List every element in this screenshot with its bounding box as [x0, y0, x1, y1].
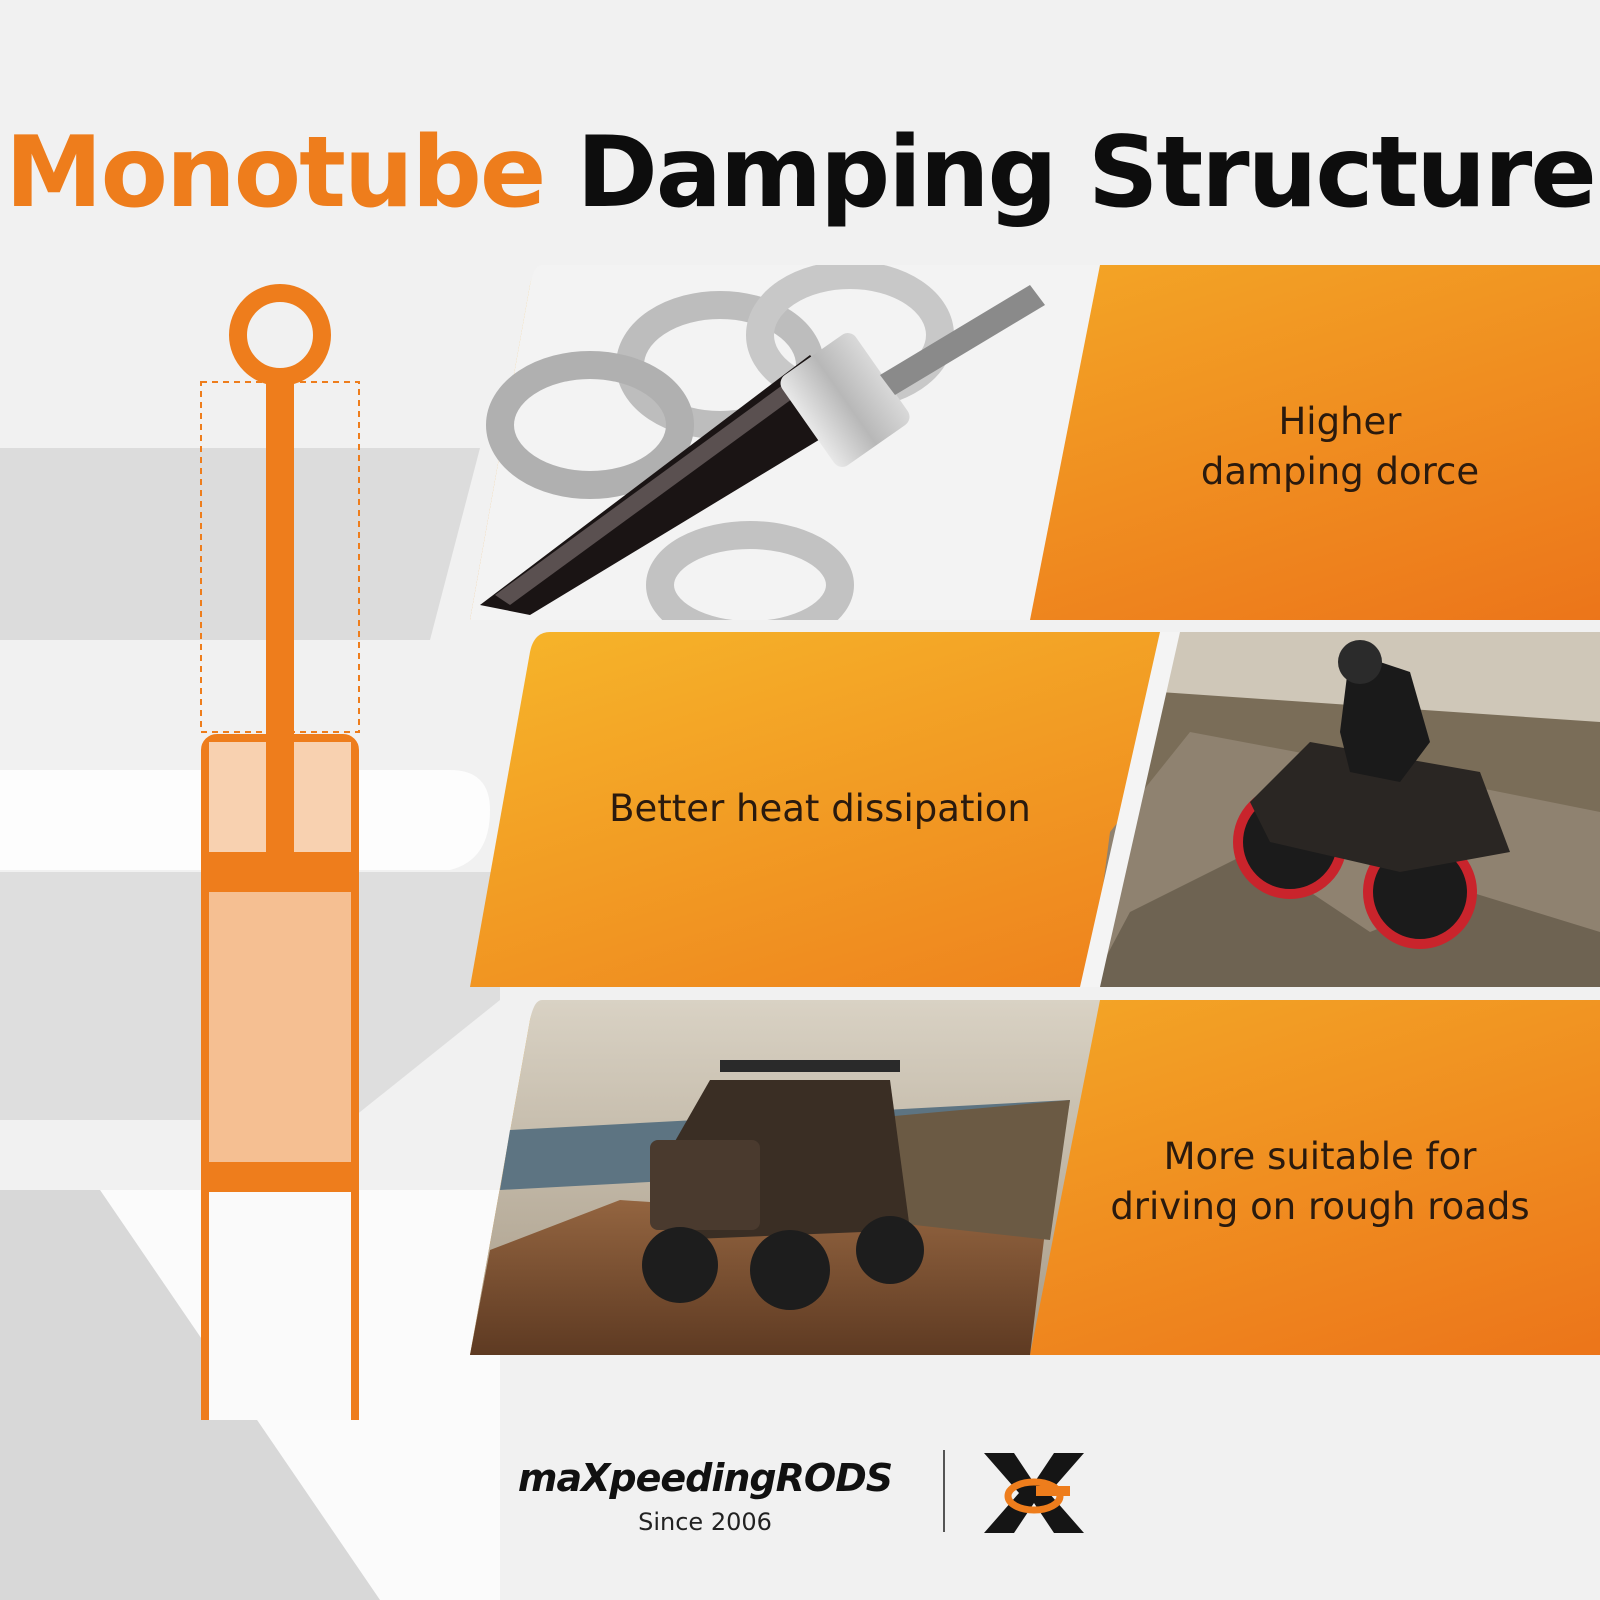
panel-3-line-1: More suitable for — [1163, 1135, 1477, 1178]
brand-logo-text: maXpeedingRODS — [517, 1456, 893, 1500]
brand-x-logo-icon — [984, 1453, 1084, 1533]
title-accent: Monotube — [5, 115, 546, 230]
panel-2-text: Better heat dissipation — [609, 787, 1031, 830]
atv-rider-on-rocks-image — [1090, 632, 1600, 987]
panel-3-text: More suitable for driving on rough roads — [1070, 1132, 1570, 1232]
shock-absorber-cutaway-image — [480, 265, 1045, 620]
logo-divider — [943, 1450, 945, 1532]
feature-panel-rough-roads: More suitable for driving on rough roads — [470, 1000, 1600, 1355]
panel-1-graphic — [470, 265, 1600, 620]
feature-panel-heat: Better heat dissipation — [470, 632, 1600, 987]
feature-panel-damping: Higher damping dorce — [470, 265, 1600, 620]
brand-since: Since 2006 — [638, 1508, 772, 1536]
title-main: Damping Structure — [576, 115, 1596, 230]
page-title: Monotube Damping Structure — [0, 124, 1600, 222]
utv-on-coastal-dirt-road-image — [470, 1060, 1070, 1355]
shock-absorber-diagram-icon — [200, 284, 360, 1420]
panel-3-graphic — [470, 1000, 1600, 1355]
panel-1-text: Higher damping dorce — [1110, 397, 1570, 497]
panel-1-line-1: Higher — [1278, 400, 1402, 443]
panel-2-graphic — [470, 632, 1600, 987]
panel-1-line-2: damping dorce — [1200, 450, 1480, 493]
brand-footer: maXpeedingRODS Since 2006 — [500, 1442, 1100, 1542]
panel-3-line-2: driving on rough roads — [1110, 1185, 1530, 1228]
